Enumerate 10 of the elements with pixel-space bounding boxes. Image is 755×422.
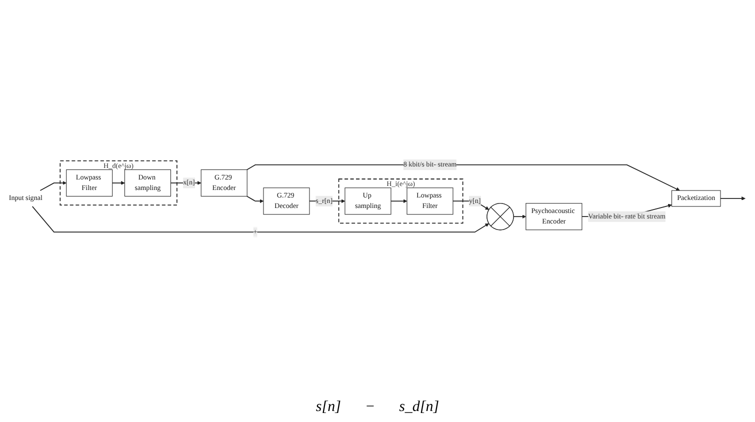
arrow <box>32 206 490 233</box>
arrow <box>112 181 125 185</box>
arrow <box>40 181 67 191</box>
signal-label: − <box>364 399 376 416</box>
arrow <box>246 196 264 204</box>
arrow <box>390 199 408 204</box>
signal-label: s[n] <box>316 399 341 416</box>
signal-label: s_d[n] <box>399 399 440 416</box>
arrow <box>720 196 746 200</box>
arrow <box>513 214 526 219</box>
